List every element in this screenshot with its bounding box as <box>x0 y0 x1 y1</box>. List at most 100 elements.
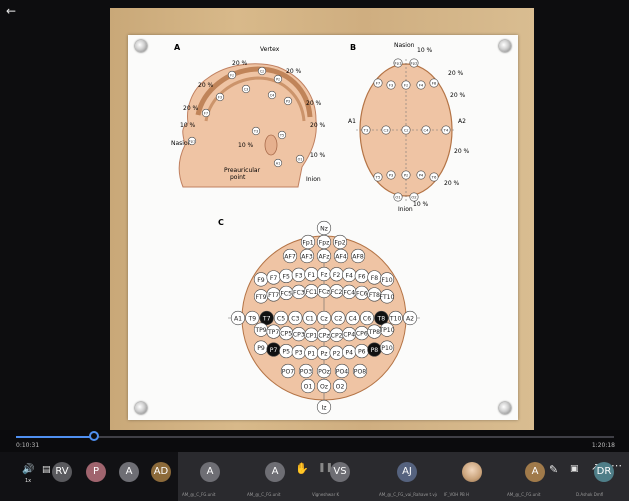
electrode-f5: F5 <box>279 269 293 283</box>
electrode-po3: PO3 <box>299 364 313 378</box>
participant-avatar[interactable]: VS <box>330 462 350 482</box>
electrode-o1: O1 <box>301 379 315 393</box>
electrode-label: TP10 <box>378 327 394 334</box>
electrode-fz: Fz <box>402 81 410 89</box>
percent-label: 20 % <box>286 68 302 75</box>
electrode-p3: P3 <box>284 97 292 105</box>
electrode-c3: C3 <box>289 311 303 325</box>
electrode-label: FC4 <box>343 289 355 296</box>
electrode-label: C1 <box>306 316 314 323</box>
electrode-label: T7 <box>262 316 271 323</box>
electrode-label: Pz <box>276 77 280 81</box>
electrode-label: Fz <box>321 272 328 279</box>
electrode-fz: Fz <box>317 267 331 281</box>
inion-label-b: Inion <box>398 206 413 213</box>
participant-avatar[interactable] <box>462 462 482 482</box>
electrode-f8: F8 <box>430 79 438 87</box>
participant-avatar[interactable]: AD <box>151 462 171 482</box>
electrode-poz: POz <box>317 364 331 378</box>
panel-c-label: C <box>218 218 224 227</box>
electrode-pz: Pz <box>274 75 282 83</box>
electrode-af3: AF3 <box>300 249 314 263</box>
electrode-label: F10 <box>381 277 392 284</box>
electrode-label: F3 <box>295 272 303 279</box>
electrode-t5: T5 <box>374 173 382 181</box>
screen-share-icon[interactable]: ▣ <box>570 464 579 474</box>
a1-label-b: A1 <box>348 118 356 125</box>
participant-name: D.Ashok Dmfl <box>576 492 629 497</box>
participant-avatar[interactable]: DR <box>594 462 614 482</box>
electrode-label: CP5 <box>280 331 292 338</box>
participant-avatar[interactable]: A <box>525 462 545 482</box>
electrode-cp4: CP4 <box>342 327 356 341</box>
electrode-label: C4 <box>270 93 275 97</box>
participant-avatar[interactable]: A <box>200 462 220 482</box>
electrode-f1: F1 <box>305 267 319 281</box>
electrode-label: P4 <box>419 173 424 178</box>
electrode-label: P1 <box>308 350 316 357</box>
electrode-label: P8 <box>371 347 379 354</box>
electrode-label: F5 <box>282 274 290 281</box>
electrode-p1: P1 <box>305 346 319 360</box>
electrode-label: P3 <box>286 99 290 103</box>
electrode-tp7: TP7 <box>267 325 281 339</box>
electrode-label: Oz <box>320 384 328 391</box>
electrode-fc1: FC1 <box>305 284 319 298</box>
video-scrubber[interactable]: 0:10:31 1:20:18 <box>0 430 629 452</box>
electrode-p3: P3 <box>292 345 306 359</box>
electrode-f6: F6 <box>355 269 369 283</box>
progress-track[interactable] <box>16 436 614 438</box>
electrode-p3: P3 <box>387 171 395 179</box>
electrode-afz: AFz <box>317 249 331 263</box>
hand-icon[interactable]: ✋ <box>295 462 309 475</box>
participant-name: AM_@_C_FG_vai_Rahave t.vjo <box>379 492 437 497</box>
participant-avatar[interactable]: RV <box>52 462 72 482</box>
electrode-label: Nz <box>320 226 328 233</box>
electrode-label: Fp1 <box>189 139 195 143</box>
participant-avatar[interactable]: A <box>265 462 285 482</box>
speaker-icon[interactable]: 🔊 <box>22 464 34 475</box>
electrode-p5: P5 <box>279 344 293 358</box>
progress-knob[interactable] <box>89 431 99 441</box>
electrode-label: F1 <box>308 272 316 279</box>
electrode-label: C4 <box>423 128 429 133</box>
electrode-p6: P6 <box>355 344 369 358</box>
electrode-t6: T6 <box>430 173 438 181</box>
video-stage: ← A Vertex Nasion Inion Preauricular poi… <box>0 0 629 430</box>
electrode-label: Fz <box>404 83 408 88</box>
participant-name: AM_@_C_FG.unit <box>507 492 565 497</box>
electrode-label: F4 <box>419 83 424 88</box>
electrode-label: F7 <box>376 81 381 86</box>
participant-avatar[interactable]: P <box>86 462 106 482</box>
electrode-label: PO4 <box>336 369 348 376</box>
electrode-label: P4 <box>345 350 353 357</box>
electrode-label: T5 <box>375 175 381 180</box>
electrode-label: CP1 <box>305 332 317 339</box>
percent-label: 20 % <box>310 122 326 129</box>
electrode-fp1: Fp1 <box>394 59 402 67</box>
electrode-c3: C3 <box>382 126 390 134</box>
electrode-cp3: CP3 <box>292 327 306 341</box>
electrode-f4: F4 <box>417 81 425 89</box>
participant-avatar[interactable]: A <box>119 462 139 482</box>
electrode-label: Fpz <box>319 240 330 247</box>
electrode-label: FT7 <box>268 292 279 299</box>
electrode-label: T6 <box>431 175 437 180</box>
electrode-fcz: FCz <box>317 284 331 298</box>
electrode-cp1: CP1 <box>305 328 319 342</box>
electrode-label: A1 <box>276 161 281 165</box>
pen-icon[interactable]: ✎ <box>549 463 558 476</box>
captions-icon[interactable]: ▤ <box>42 465 51 475</box>
participant-name: Vigneshwar K <box>312 492 370 497</box>
electrode-f7: F7 <box>374 79 382 87</box>
percent-10-label: 10 % <box>180 122 196 129</box>
electrode-label: F8 <box>371 275 379 282</box>
percent-label-b: 20 % <box>454 148 470 155</box>
electrode-a1: A1 <box>231 311 245 325</box>
participant-avatar[interactable]: AJ <box>397 462 417 482</box>
electrode-label: O1 <box>395 195 401 200</box>
electrode-label: CP4 <box>343 332 355 339</box>
arrow-left-icon[interactable]: ← <box>6 4 16 18</box>
nasion-label-b: Nasion <box>394 42 415 49</box>
electrode-label: CP3 <box>293 332 305 339</box>
